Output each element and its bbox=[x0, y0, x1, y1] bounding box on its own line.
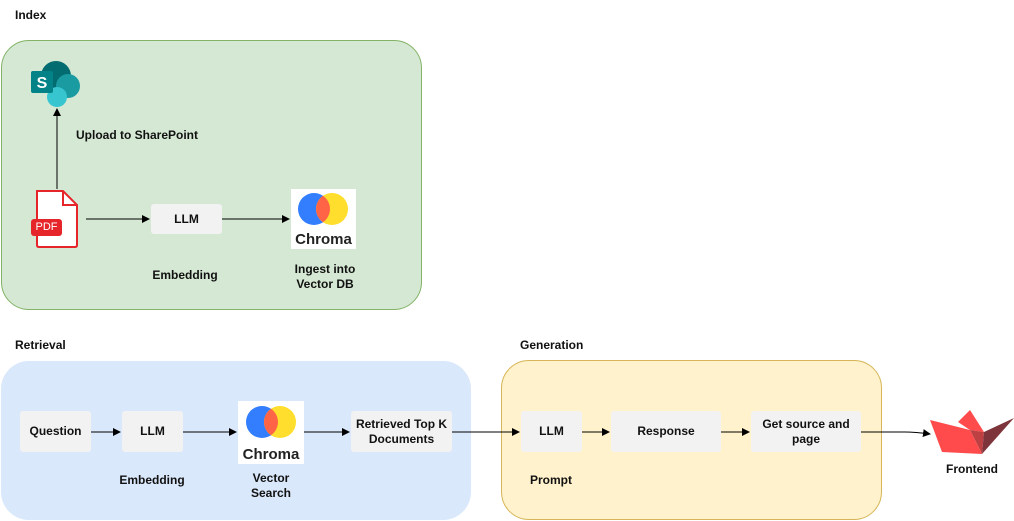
sharepoint-icon: S bbox=[31, 61, 80, 107]
response-box: Response bbox=[611, 411, 721, 452]
pdf-icon: PDF bbox=[31, 189, 81, 249]
question-box: Question bbox=[20, 411, 91, 452]
frontend-label: Frontend bbox=[946, 462, 998, 476]
arrow-source-to-frontend bbox=[861, 429, 931, 438]
prompt-label: Prompt bbox=[530, 473, 572, 487]
vector-search-label: Vector Search bbox=[250, 471, 292, 500]
index-llm-box: LLM bbox=[151, 204, 222, 234]
generation-title: Generation bbox=[520, 338, 584, 352]
index-chroma-logo: Chroma bbox=[291, 189, 356, 249]
retrieval-llm-box: LLM bbox=[122, 411, 183, 452]
streamlit-icon bbox=[930, 410, 1014, 454]
retrieval-chroma-logo: Chroma bbox=[238, 401, 304, 464]
index-chroma-text: Chroma bbox=[295, 231, 352, 248]
index-title: Index bbox=[15, 8, 47, 22]
upload-label: Upload to SharePoint bbox=[75, 128, 198, 142]
retrieval-embedding-label: Embedding bbox=[119, 473, 185, 487]
index-embedding-label: Embedding bbox=[152, 268, 218, 282]
generation-llm-box: LLM bbox=[521, 411, 582, 452]
retrieval-chroma-text: Chroma bbox=[242, 446, 300, 463]
ingest-label: Ingest into Vector DB bbox=[294, 262, 356, 291]
sharepoint-letter: S bbox=[37, 75, 48, 92]
source-page-box: Get source and page bbox=[751, 411, 861, 452]
pdf-badge: PDF bbox=[31, 219, 62, 236]
retrieval-title: Retrieval bbox=[15, 338, 66, 352]
retrieved-docs-box: Retrieved Top K Documents bbox=[351, 411, 452, 452]
